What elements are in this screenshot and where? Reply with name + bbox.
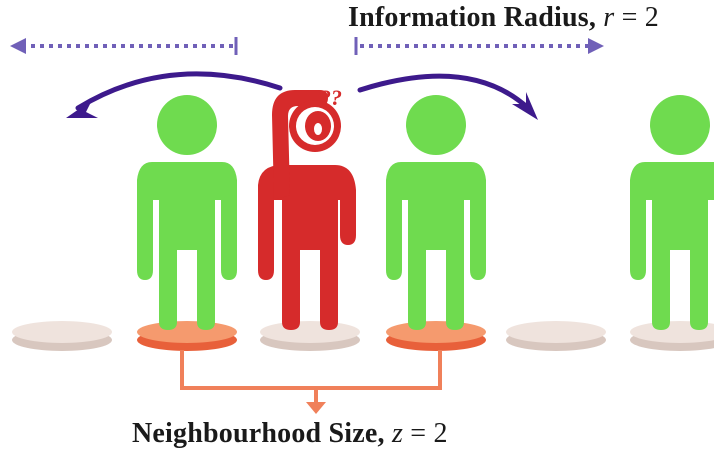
curved-arrow-left [66,71,283,118]
radius-label-value: = 2 [614,2,659,33]
radius-label-variable: r [603,2,615,33]
radius-line-right [354,37,604,55]
neigh-label-text: Neighbourhood Size, [132,418,392,449]
platform-5 [506,321,606,351]
neighbourhood-size-label: Neighbourhood Size, z = 2 [132,418,448,450]
radius-line-left [10,37,238,55]
information-radius-label: Information Radius, r = 2 [348,2,659,34]
curved-arrow-right [357,73,538,120]
bracket-arrow-down [306,402,326,414]
platform-4-neighbour [386,321,486,351]
red-person-confused: ?? [258,85,356,330]
platform-3 [260,321,360,351]
neigh-label-value: = 2 [403,418,448,449]
neighbourhood-bracket [180,350,442,404]
green-person-right [386,95,486,330]
neigh-label-variable: z [391,418,404,449]
platform-2-neighbour [137,321,237,351]
question-marks: ?? [320,85,342,110]
platform-1 [12,321,112,351]
green-person-left [137,95,237,330]
radius-label-text: Information Radius, [348,2,604,33]
green-person-far-right [630,95,714,330]
